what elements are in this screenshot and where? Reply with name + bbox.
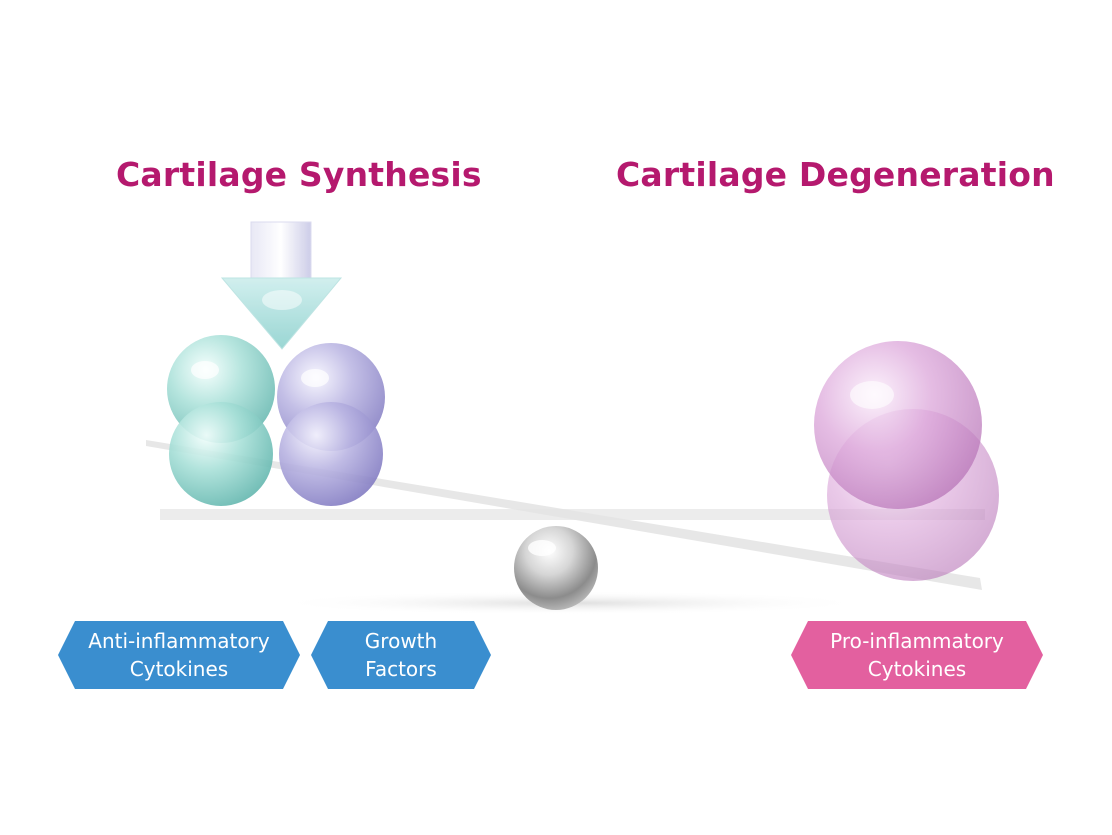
tag-line: Pro-inflammatory: [830, 629, 1004, 653]
growth-factors-tag: Growth Factors: [311, 621, 491, 689]
sphere-icon: [169, 402, 273, 506]
tag-line: Growth: [364, 629, 438, 653]
synthesis-spheres: [167, 335, 385, 506]
anti-inflammatory-cytokines-tag: Anti-inflammatory Cytokines: [58, 621, 300, 689]
cartilage-synthesis-heading: Cartilage Synthesis: [116, 155, 482, 194]
fulcrum-ball-icon: [514, 526, 598, 610]
tag-line: Anti-inflammatory: [88, 629, 270, 653]
down-arrow-icon: [220, 221, 343, 350]
pro-inflammatory-cytokines-tag: Pro-inflammatory Cytokines: [791, 621, 1043, 689]
tag-line: Cytokines: [129, 657, 229, 681]
tag-line: Cytokines: [867, 657, 967, 681]
sphere-icon: [814, 341, 982, 509]
tag-line: Factors: [365, 657, 437, 681]
cartilage-degeneration-heading: Cartilage Degeneration: [616, 155, 1055, 194]
sphere-icon: [279, 402, 383, 506]
degeneration-spheres: [814, 341, 999, 581]
